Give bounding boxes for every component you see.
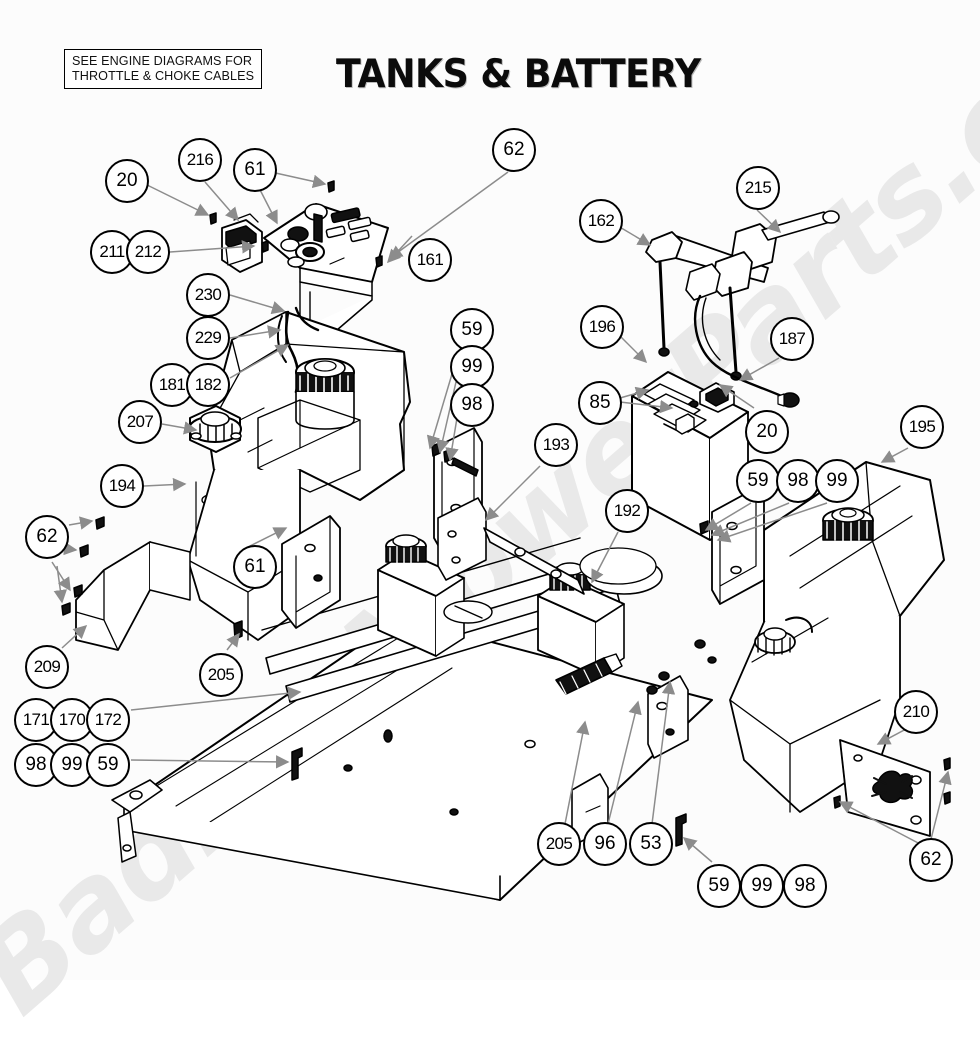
callout-61[interactable]: 61 xyxy=(233,148,277,192)
callout-label: 205 xyxy=(545,834,573,853)
callout-label: 162 xyxy=(587,211,615,230)
callout-label: 207 xyxy=(126,412,154,431)
callout-label: 62 xyxy=(503,139,525,160)
note-line-2: THROTTLE & CHOKE CABLES xyxy=(72,68,255,83)
callout-label: 53 xyxy=(640,833,662,854)
callout-label: 59 xyxy=(97,754,119,775)
callout-210[interactable]: 210 xyxy=(894,690,938,734)
callout-label: 59 xyxy=(708,875,730,896)
callout-98[interactable]: 98 xyxy=(450,383,494,427)
callout-label: 193 xyxy=(542,435,570,454)
callout-216[interactable]: 216 xyxy=(178,138,222,182)
note-line-1: SEE ENGINE DIAGRAMS FOR xyxy=(72,54,253,68)
left-shield xyxy=(61,516,191,651)
callout-20[interactable]: 20 xyxy=(105,159,149,203)
callout-label: 196 xyxy=(588,317,616,336)
callout-59[interactable]: 59 xyxy=(450,308,494,352)
callout-label: 62 xyxy=(920,849,942,870)
callout-label: 98 xyxy=(25,754,47,775)
callout-label: 209 xyxy=(33,657,61,676)
callout-label: 61 xyxy=(244,556,266,577)
callout-label: 211 xyxy=(99,242,125,261)
callout-53[interactable]: 53 xyxy=(629,822,673,866)
callout-label: 170 xyxy=(58,710,86,729)
callout-182[interactable]: 182 xyxy=(186,363,230,407)
callout-62[interactable]: 62 xyxy=(25,515,69,559)
callout-label: 229 xyxy=(194,328,222,347)
callout-20[interactable]: 20 xyxy=(745,410,789,454)
callout-59[interactable]: 59 xyxy=(736,459,780,503)
callout-label: 181 xyxy=(158,375,186,394)
callout-label: 98 xyxy=(794,875,816,896)
callout-label: 20 xyxy=(756,421,778,442)
callout-209[interactable]: 209 xyxy=(25,645,69,689)
callout-label: 172 xyxy=(94,710,122,729)
callout-label: 171 xyxy=(22,710,50,729)
callout-label: 194 xyxy=(108,476,136,495)
callout-label: 98 xyxy=(461,394,483,415)
callout-label: 59 xyxy=(747,470,769,491)
callout-59[interactable]: 59 xyxy=(86,743,130,787)
callout-172[interactable]: 172 xyxy=(86,698,130,742)
callout-62[interactable]: 62 xyxy=(492,128,536,172)
callout-62[interactable]: 62 xyxy=(909,838,953,882)
callout-98[interactable]: 98 xyxy=(776,459,820,503)
callout-label: 98 xyxy=(787,470,809,491)
callout-98[interactable]: 98 xyxy=(783,864,827,908)
callout-205[interactable]: 205 xyxy=(537,822,581,866)
callout-215[interactable]: 215 xyxy=(736,166,780,210)
callout-label: 192 xyxy=(613,501,641,520)
callout-192[interactable]: 192 xyxy=(605,489,649,533)
callout-229[interactable]: 229 xyxy=(186,316,230,360)
callout-label: 85 xyxy=(589,392,611,413)
callout-label: 187 xyxy=(778,329,806,348)
callout-label: 230 xyxy=(194,285,222,304)
page-title: TANKS & BATTERY xyxy=(336,52,701,97)
callout-195[interactable]: 195 xyxy=(900,405,944,449)
callout-label: 205 xyxy=(207,665,235,684)
callout-187[interactable]: 187 xyxy=(770,317,814,361)
callout-label: 195 xyxy=(908,417,936,436)
callout-label: 99 xyxy=(826,470,848,491)
callout-61[interactable]: 61 xyxy=(233,545,277,589)
right-fuel-tank xyxy=(646,461,951,847)
callout-85[interactable]: 85 xyxy=(578,381,622,425)
callout-99[interactable]: 99 xyxy=(815,459,859,503)
callout-label: 210 xyxy=(902,702,930,721)
callout-207[interactable]: 207 xyxy=(118,400,162,444)
callout-161[interactable]: 161 xyxy=(408,238,452,282)
callout-label: 182 xyxy=(194,375,222,394)
callout-label: 61 xyxy=(244,159,266,180)
callout-label: 161 xyxy=(416,250,444,269)
leader-lines xyxy=(51,169,952,863)
callout-label: 99 xyxy=(461,356,483,377)
diagram-line-art xyxy=(61,180,951,901)
callout-230[interactable]: 230 xyxy=(186,273,230,317)
callout-194[interactable]: 194 xyxy=(100,464,144,508)
callout-label: 99 xyxy=(61,754,83,775)
callout-label: 62 xyxy=(36,526,58,547)
callout-193[interactable]: 193 xyxy=(534,423,578,467)
callout-label: 216 xyxy=(186,150,214,169)
callout-label: 20 xyxy=(116,170,138,191)
callout-162[interactable]: 162 xyxy=(579,199,623,243)
note-box: SEE ENGINE DIAGRAMS FOR THROTTLE & CHOKE… xyxy=(64,49,263,90)
callout-96[interactable]: 96 xyxy=(583,822,627,866)
callout-label: 212 xyxy=(134,242,162,261)
callout-205[interactable]: 205 xyxy=(199,653,243,697)
callout-label: 99 xyxy=(751,875,773,896)
callout-label: 59 xyxy=(461,319,483,340)
callout-99[interactable]: 99 xyxy=(740,864,784,908)
callout-212[interactable]: 212 xyxy=(126,230,170,274)
callout-label: 215 xyxy=(744,178,772,197)
callout-label: 96 xyxy=(594,833,616,854)
callout-196[interactable]: 196 xyxy=(580,305,624,349)
callout-59[interactable]: 59 xyxy=(697,864,741,908)
